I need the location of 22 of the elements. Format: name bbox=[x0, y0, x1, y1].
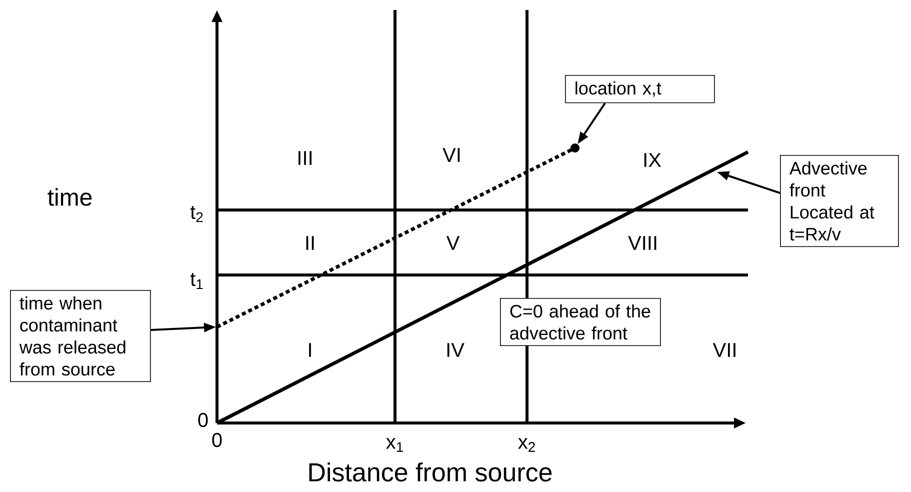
region-numeral: VIII bbox=[628, 236, 656, 250]
tick-label: 0 bbox=[212, 432, 222, 448]
region-numeral: IV bbox=[447, 343, 464, 357]
region-numeral: IX bbox=[644, 153, 662, 167]
callout-box: Advective front Located at t=Rx/v bbox=[780, 155, 899, 248]
region-numeral: III bbox=[298, 151, 312, 165]
tick-label: t$_{1}$ bbox=[190, 272, 203, 290]
region-numeral: V bbox=[446, 236, 460, 250]
tick-label: x$_{1}$ bbox=[386, 438, 403, 452]
tick-label: x$_{2}$ bbox=[518, 438, 535, 452]
callout-box: location x,t bbox=[565, 75, 715, 104]
region-numeral: VII bbox=[712, 343, 736, 357]
tick-label: t$_{2}$ bbox=[190, 206, 203, 222]
region-numeral: VI bbox=[442, 148, 460, 162]
callout-box: time when contaminant was released from source bbox=[10, 290, 151, 382]
point-marker bbox=[570, 144, 580, 152]
axis-title: Distance from source bbox=[309, 462, 552, 482]
callout-box: C=0 ahead of the advective front bbox=[500, 298, 661, 346]
axis-title: time bbox=[48, 188, 92, 206]
region-numeral: II bbox=[306, 236, 314, 250]
tick-label: 0 bbox=[198, 412, 208, 428]
region-numeral: I bbox=[309, 343, 311, 357]
